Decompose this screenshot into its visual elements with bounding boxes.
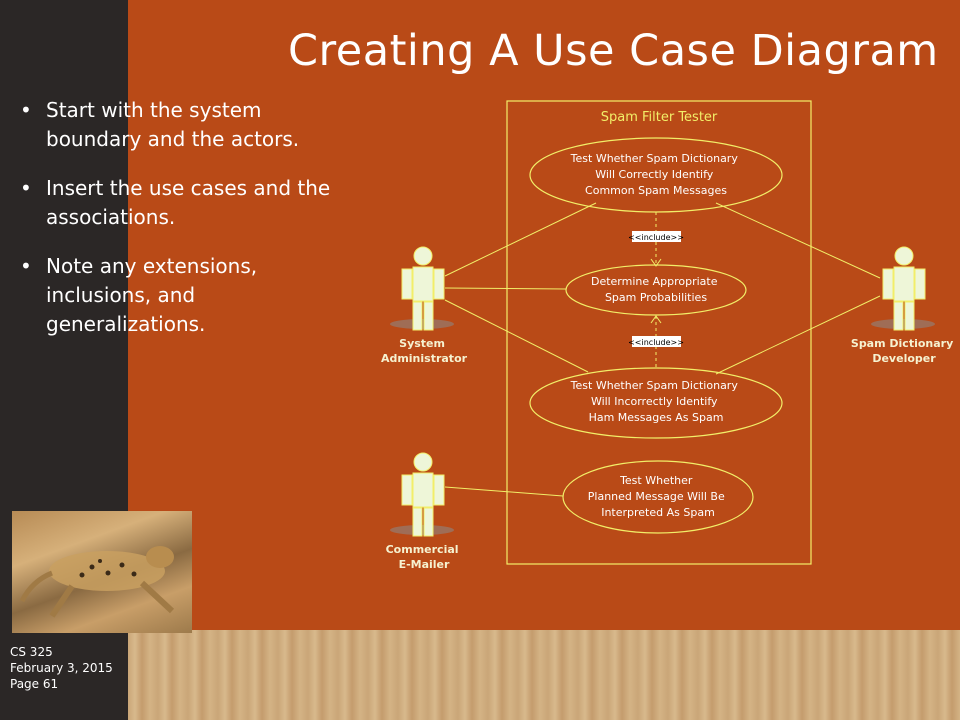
association-line: [444, 299, 589, 373]
actor-arm-icon: [433, 474, 445, 506]
bullet-item: •Note any extensions, inclusions, and ge…: [20, 254, 258, 336]
include-label-box: [632, 336, 681, 347]
actor-leg-icon: [423, 507, 434, 537]
actor-leg-icon: [893, 301, 904, 331]
include-label: <<include>>: [628, 233, 684, 242]
use-case-ellipse: [562, 460, 754, 534]
footer-date: February 3, 2015: [10, 661, 113, 675]
boundary-label: Spam Filter Tester: [601, 110, 718, 125]
use-case-label: Test Whether Spam Dictionary Will Incorr…: [570, 379, 742, 424]
association-line: [444, 486, 564, 497]
association-line: [715, 295, 881, 375]
actor-head-icon: [413, 246, 433, 266]
actor-leg-icon: [412, 507, 423, 537]
association-lines: [444, 202, 881, 497]
use-case-label: Test Whether Planned Message Will Be Int…: [588, 474, 728, 519]
slide-footer: CS 325 February 3, 2015 Page 61: [10, 644, 113, 692]
actor-head-icon: [894, 246, 914, 266]
actor-head-icon: [413, 452, 433, 472]
cheetah-photo: [12, 511, 192, 633]
use-case-label: Determine Appropriate Spam Probabilities: [591, 275, 721, 304]
use-case-ellipse: [565, 264, 747, 316]
footer-course: CS 325: [10, 645, 53, 659]
arrowhead-icon: [650, 258, 662, 267]
footer-page: Page 61: [10, 677, 59, 691]
actor-body-icon: [412, 472, 434, 508]
actor-commercial-e-mailer: Commercial E-Mailer: [386, 452, 463, 571]
actor-arm-icon: [401, 474, 413, 506]
include-label-box: [632, 231, 681, 242]
actor-leg-icon: [423, 301, 434, 331]
actor-arm-icon: [914, 268, 926, 300]
actor-leg-icon: [904, 301, 915, 331]
actor-arm-icon: [882, 268, 894, 300]
system-boundary: [506, 100, 812, 565]
wood-floor-strip: [128, 630, 960, 720]
actor-system-administrator: System Administrator: [381, 246, 468, 365]
actor-body-icon: [412, 266, 434, 302]
actor-arm-icon: [433, 268, 445, 300]
arrowhead-icon: [650, 315, 662, 324]
bullet-item: •Start with the system boundary and the …: [20, 98, 300, 151]
association-line: [444, 202, 597, 277]
bullet-icon: •: [20, 254, 32, 278]
actor-body-icon: [893, 266, 915, 302]
cheetah-illustration: [19, 546, 175, 618]
bullet-icon: •: [20, 98, 32, 122]
use-case-label: Test Whether Spam Dictionary Will Correc…: [570, 152, 742, 197]
association-line: [444, 287, 567, 290]
bullet-icon: •: [20, 176, 32, 200]
actor-label: System Administrator: [381, 337, 468, 365]
include-label: <<include>>: [628, 338, 684, 347]
actor-label: Spam Dictionary Developer: [851, 337, 957, 365]
left-band-bottom: [0, 632, 128, 720]
actor-leg-icon: [412, 301, 423, 331]
association-line: [715, 202, 881, 279]
actor-spam-dictionary-developer: Spam Dictionary Developer: [851, 246, 957, 365]
slide-background: [128, 0, 960, 630]
use-case-ellipse: [529, 367, 783, 439]
actor-label: Commercial E-Mailer: [386, 543, 463, 571]
bullet-item: •Insert the use cases and the associatio…: [20, 176, 331, 229]
actor-arm-icon: [401, 268, 413, 300]
use-case-ellipse: [529, 137, 783, 213]
slide-title: Creating A Use Case Diagram: [288, 26, 939, 76]
bullet-list: •Start with the system boundary and the …: [20, 96, 360, 359]
